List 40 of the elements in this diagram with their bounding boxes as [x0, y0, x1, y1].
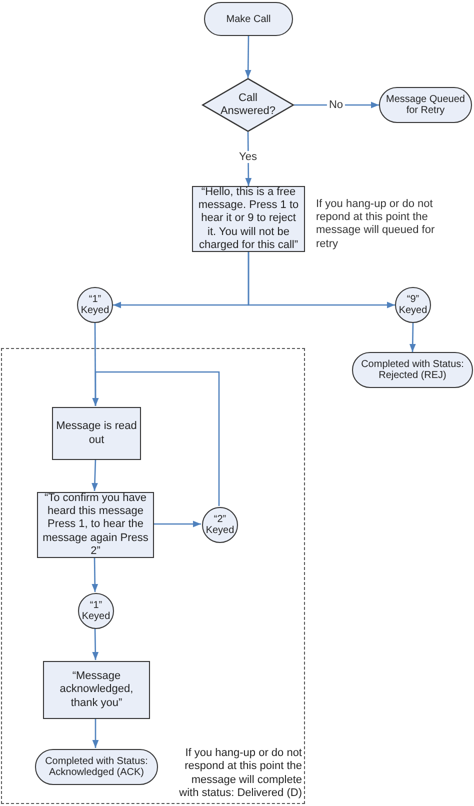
arrow: [92, 371, 220, 506]
arrow: [92, 628, 99, 660]
edge-label: Yes: [237, 151, 259, 163]
arrow: [409, 322, 416, 352]
connector-circle: [78, 593, 114, 629]
node-label: Message is read out: [56, 420, 137, 447]
arrow: [248, 252, 395, 308]
node-label: Call Answered?: [220, 92, 276, 118]
dashed-group-box: [1, 348, 305, 804]
edge-label: No: [326, 99, 346, 111]
terminal-shape: [204, 2, 293, 36]
node-label: “2” Keyed: [204, 514, 236, 536]
terminal-shape: [379, 87, 472, 123]
node-label: “Hello, this is a free message. Press 1 to hear it or 9 to reject it. You will not be charged for this call”: [197, 186, 300, 252]
node-label: Completed with Status: Rejected (REJ): [360, 359, 465, 381]
terminal-shape: [352, 352, 473, 388]
node-label: “1” Keyed: [80, 600, 112, 622]
connector-circle: [202, 507, 238, 543]
arrow: [153, 520, 201, 528]
arrow: [92, 458, 98, 492]
node-label: “9” Keyed: [398, 294, 428, 316]
arrow: [245, 132, 252, 186]
arrow: [92, 557, 98, 592]
node-label: “Message acknowledged, thank you”: [58, 670, 134, 710]
connector-circle: [77, 287, 113, 323]
node-label: Message Queued for Retry: [386, 94, 465, 116]
process-box: [52, 407, 141, 460]
decision-diamond: [202, 78, 294, 132]
node-label: Make Call: [226, 14, 271, 24]
note-text: If you hang-up or do not repond at this point the message will queued for retry: [316, 198, 436, 251]
node-label: Completed with Status: Acknowledged (ACK): [44, 756, 149, 778]
terminal-shape: [35, 749, 158, 785]
connector-circle: [395, 287, 431, 323]
node-label: “To confirm you have heard this message Press 1, to hear the message again Press 2”: [42, 492, 150, 558]
process-box: [43, 661, 150, 719]
arrow: [244, 36, 252, 78]
note-text: If you hang-up or do not respond at this point the message will complete with status: Delivered (D): [178, 747, 302, 800]
node-label: “1” Keyed: [80, 294, 110, 316]
arrow: [294, 102, 379, 108]
arrow: [92, 718, 99, 748]
